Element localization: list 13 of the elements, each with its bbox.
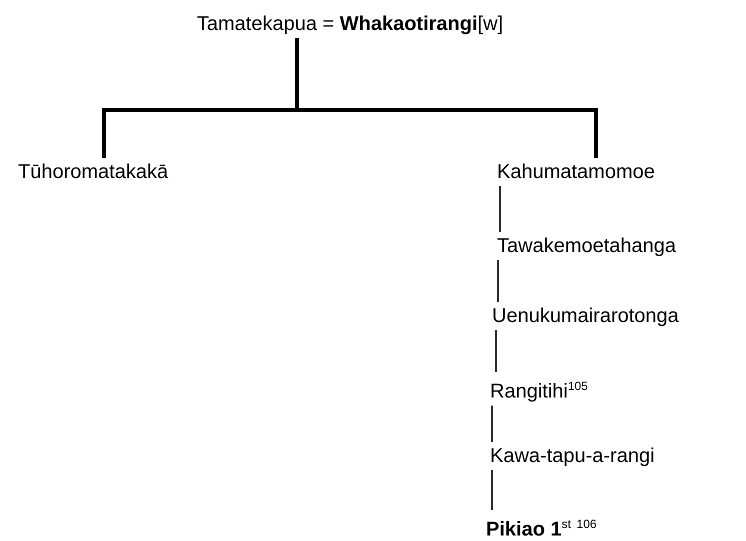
lineage-line (491, 470, 493, 510)
person-name: Tawakemoetahanga (497, 234, 676, 258)
lineage-line (495, 330, 497, 372)
person-name: Kahumatamomoe (497, 160, 655, 184)
lineage-line (491, 406, 493, 442)
person-name: Tūhoromatakakā (18, 160, 168, 184)
person-name: Tamatekapua = Whakaotirangi[w] (196, 12, 504, 36)
lineage-line (295, 38, 598, 158)
person-name: Rangitihi$^{105}$ (490, 374, 588, 404)
person-name: Uenukumairarotonga (492, 304, 679, 328)
lineage-line (497, 260, 499, 302)
person-name: Kawa-tapu-a-rangi (490, 444, 655, 468)
lineage-line (499, 186, 501, 232)
